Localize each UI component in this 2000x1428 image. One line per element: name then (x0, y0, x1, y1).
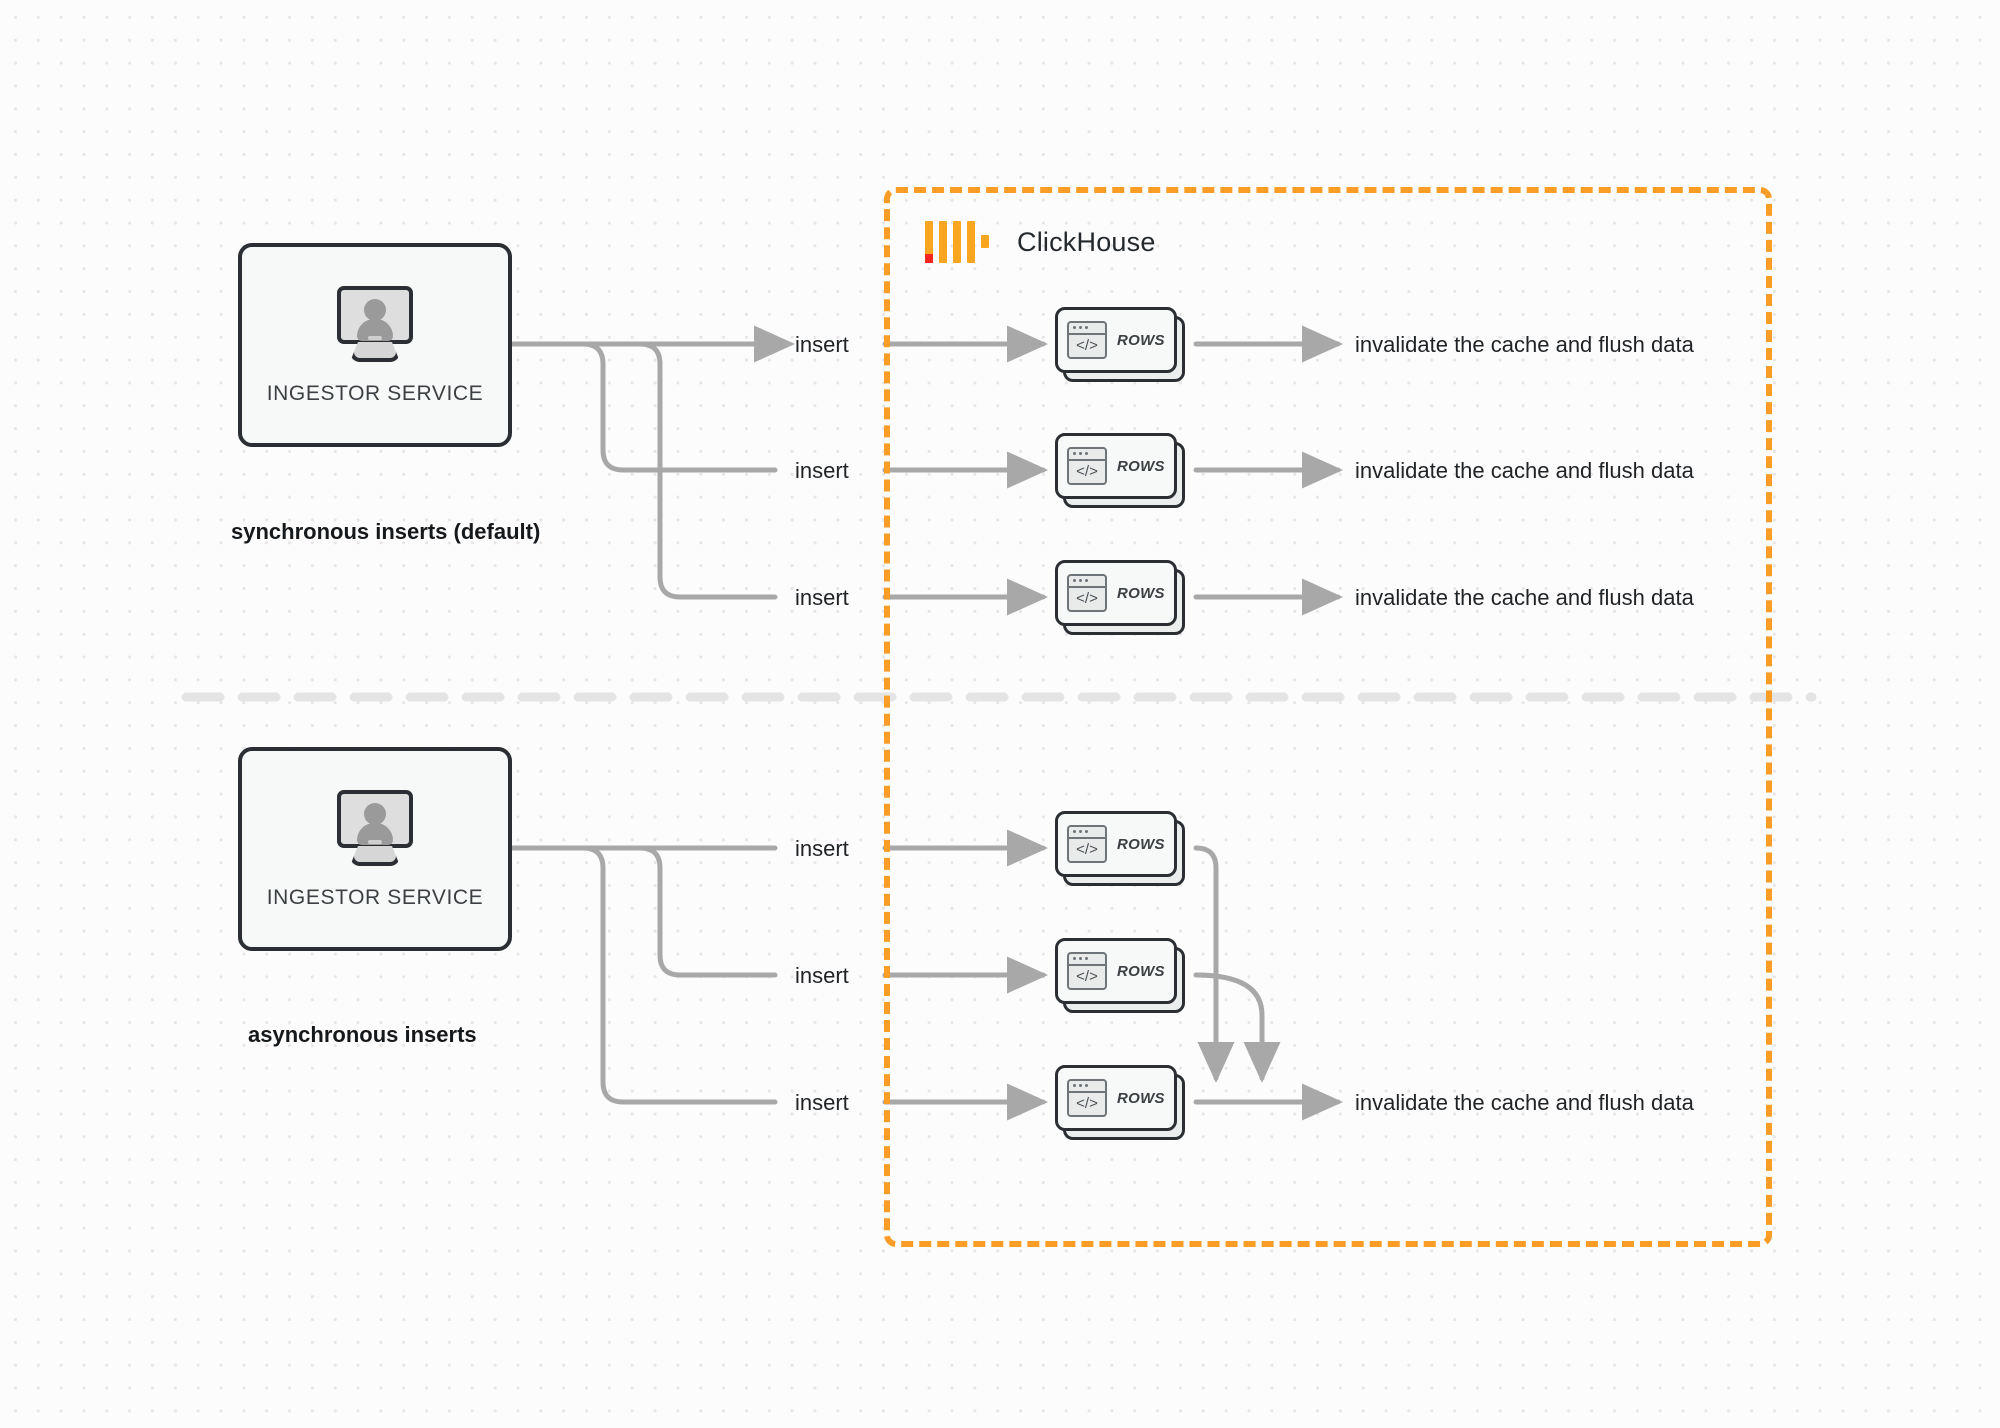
clickhouse-boundary (884, 187, 1772, 1247)
rows-card-label: ROWS (1117, 835, 1165, 853)
rows-card-sync-2[interactable]: </> ROWS (1055, 433, 1185, 508)
insert-label-async-2: insert (795, 963, 849, 988)
code-window-icon: </> (1067, 321, 1107, 359)
code-glyph: </> (1076, 463, 1098, 480)
rows-card-label: ROWS (1117, 584, 1165, 602)
clickhouse-logo-icon (925, 221, 989, 263)
rows-card-label: ROWS (1117, 962, 1165, 980)
rows-card-label: ROWS (1117, 1089, 1165, 1107)
rows-card-async-3[interactable]: </> ROWS (1055, 1065, 1185, 1140)
code-window-icon: </> (1067, 1079, 1107, 1117)
code-glyph: </> (1076, 337, 1098, 354)
insert-label-sync-3: insert (795, 585, 849, 610)
ingestor-service-label: INGESTOR SERVICE (266, 382, 484, 405)
rows-card-label: ROWS (1117, 331, 1165, 349)
ingestor-service-asynchronous[interactable]: INGESTOR SERVICE (238, 747, 512, 951)
code-window-icon: </> (1067, 574, 1107, 612)
ingestor-service-label: INGESTOR SERVICE (266, 886, 484, 909)
flush-label-sync-1: invalidate the cache and flush data (1355, 332, 1694, 357)
code-window-icon: </> (1067, 825, 1107, 863)
code-glyph: </> (1076, 1095, 1098, 1112)
rows-card-async-1[interactable]: </> ROWS (1055, 811, 1185, 886)
clickhouse-title: ClickHouse (1017, 226, 1156, 257)
rows-card-label: ROWS (1117, 457, 1165, 475)
code-glyph: </> (1076, 841, 1098, 858)
insert-label-sync-2: insert (795, 458, 849, 483)
rows-card-async-2[interactable]: </> ROWS (1055, 938, 1185, 1013)
clickhouse-logo: ClickHouse (925, 221, 1156, 263)
caption-asynchronous: asynchronous inserts (248, 1022, 477, 1047)
insert-label-sync-1: insert (795, 332, 849, 357)
rows-card-sync-3[interactable]: </> ROWS (1055, 560, 1185, 635)
code-window-icon: </> (1067, 447, 1107, 485)
insert-label-async-1: insert (795, 836, 849, 861)
ingestor-service-synchronous[interactable]: INGESTOR SERVICE (238, 243, 512, 447)
monitor-user-icon (332, 790, 418, 870)
code-glyph: </> (1076, 590, 1098, 607)
rows-card-sync-1[interactable]: </> ROWS (1055, 307, 1185, 382)
flush-label-sync-3: invalidate the cache and flush data (1355, 585, 1694, 610)
flush-label-async: invalidate the cache and flush data (1355, 1090, 1694, 1115)
code-window-icon: </> (1067, 952, 1107, 990)
insert-label-async-3: insert (795, 1090, 849, 1115)
code-glyph: </> (1076, 968, 1098, 985)
monitor-user-icon (332, 286, 418, 366)
flush-label-sync-2: invalidate the cache and flush data (1355, 458, 1694, 483)
caption-synchronous: synchronous inserts (default) (231, 519, 541, 544)
